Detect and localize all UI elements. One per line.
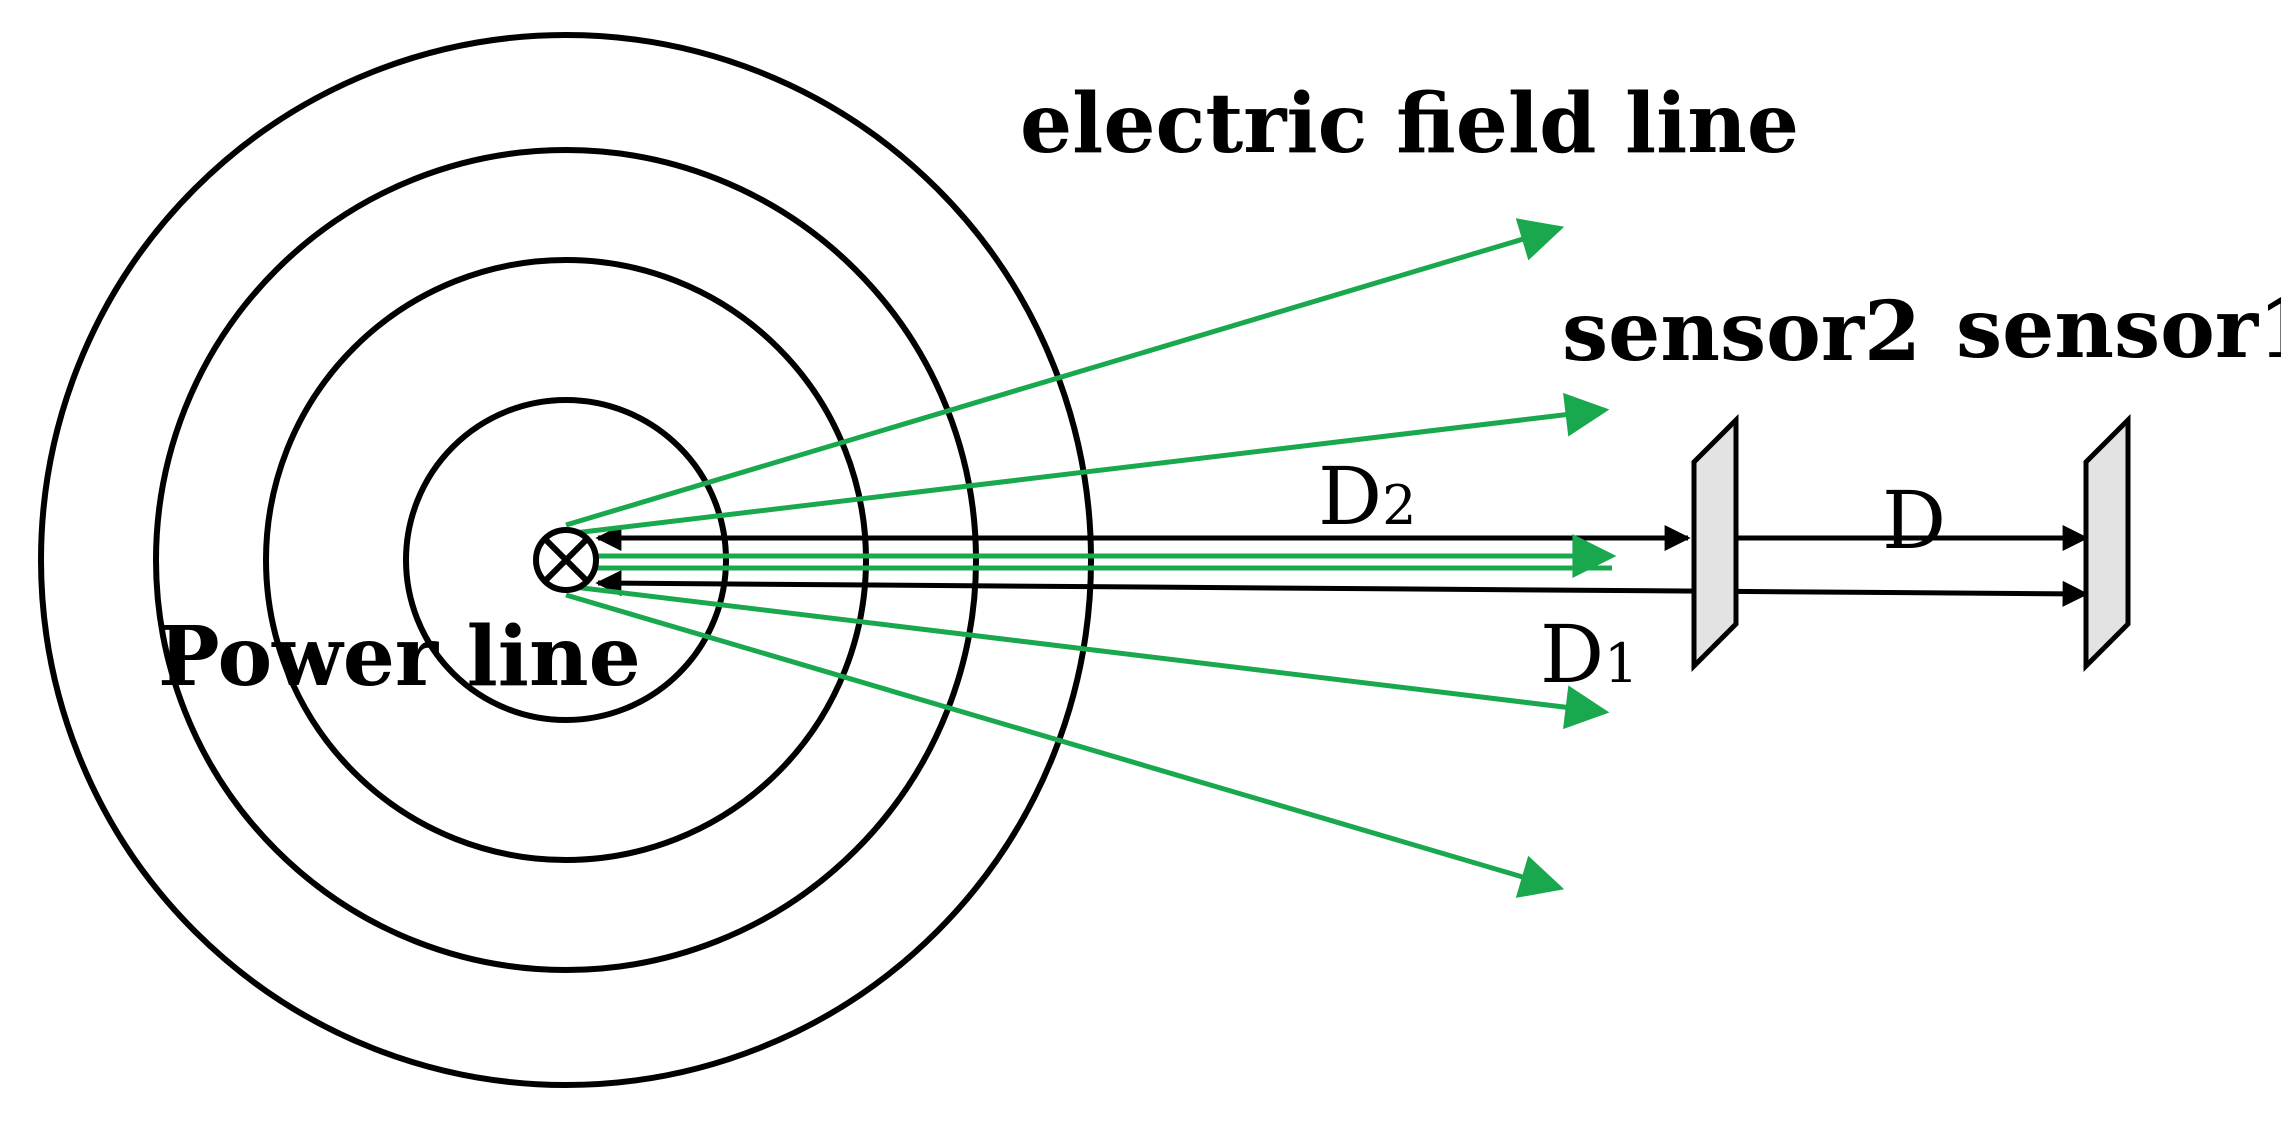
sensor1-label: sensor1 xyxy=(1956,281,2281,377)
field-line-5 xyxy=(565,583,1610,730)
d-label: D xyxy=(1882,474,1946,567)
circle-ring-4 xyxy=(38,32,1094,1088)
d1-label: D1 xyxy=(1540,608,1639,701)
circle-ring-3 xyxy=(153,147,979,973)
circle-ring-1 xyxy=(403,397,729,723)
equipotential-circles xyxy=(38,32,1094,1088)
field-line-2 xyxy=(565,392,1610,537)
distance-arrows xyxy=(595,525,2089,607)
sensor2-label: sensor2 xyxy=(1562,284,1921,380)
sensor2-plate xyxy=(1691,413,1739,673)
field-line-6 xyxy=(565,592,1565,898)
d1-arrow xyxy=(595,570,2089,607)
circle-ring-2 xyxy=(263,257,869,863)
d2-label: D2 xyxy=(1318,450,1417,543)
circle-cross-icon xyxy=(533,527,599,593)
power-line-label: Power line xyxy=(158,609,641,705)
sensor1-plate xyxy=(2083,413,2131,673)
field-line-1 xyxy=(565,218,1565,528)
field-line-label: electric field line xyxy=(1020,76,1799,172)
field-lines xyxy=(565,218,1617,898)
